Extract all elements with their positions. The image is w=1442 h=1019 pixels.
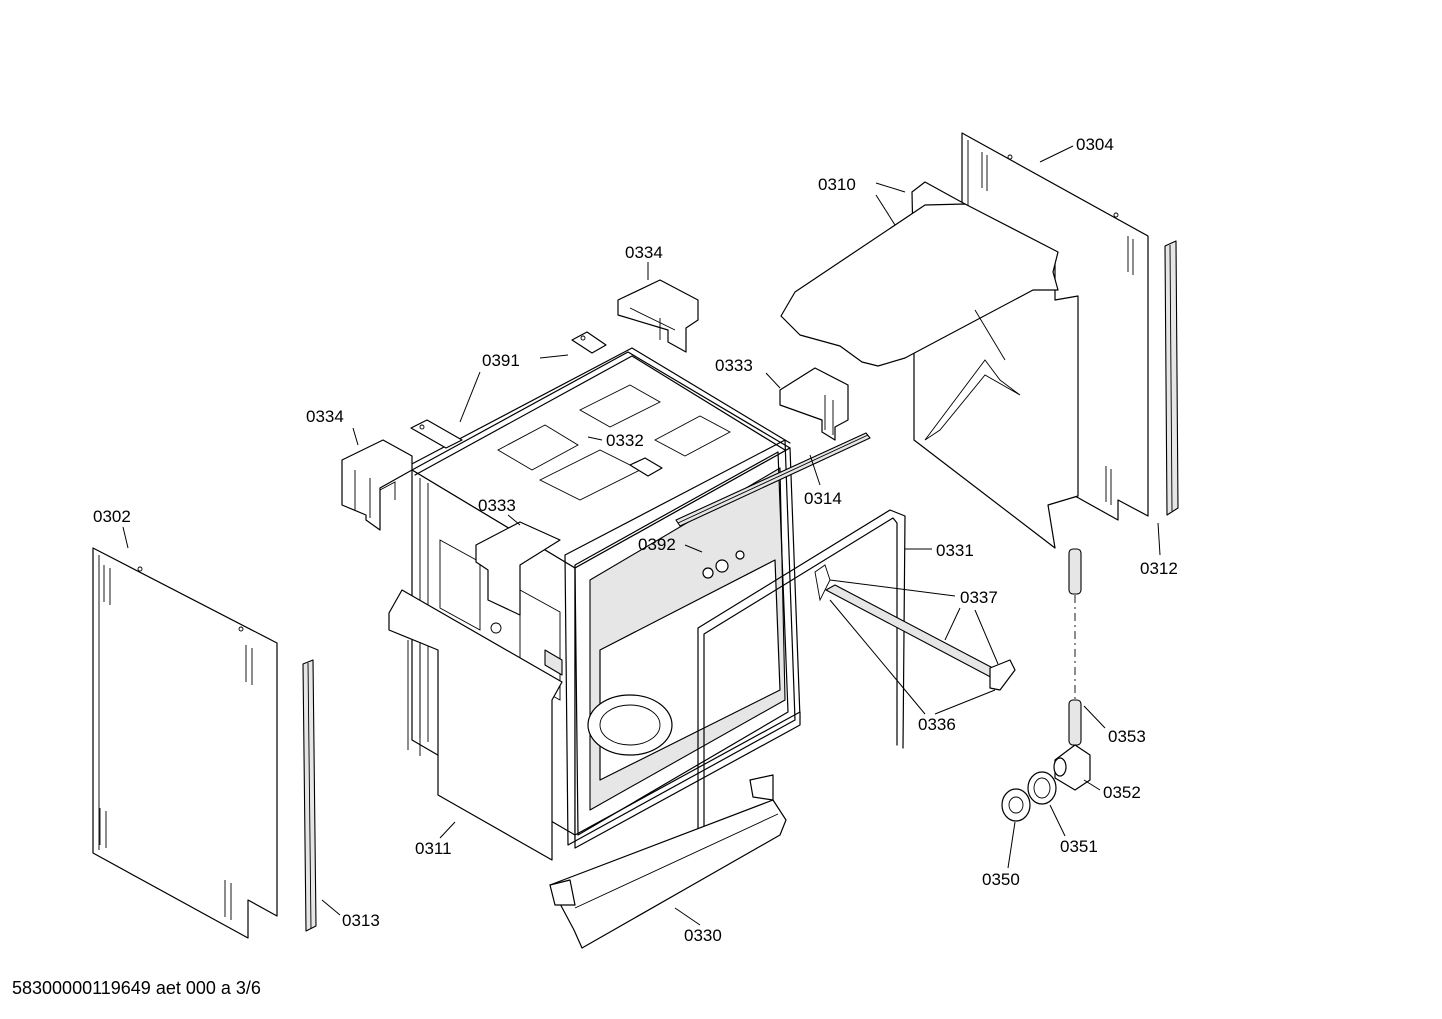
label-0392: 0392	[638, 535, 676, 554]
label-0312: 0312	[1140, 559, 1178, 578]
label-0332: 0332	[606, 431, 644, 450]
ring-0351	[1027, 771, 1057, 805]
side-seal-0312	[1164, 240, 1179, 516]
label-0313: 0313	[342, 911, 380, 930]
hinge-0334-left	[341, 439, 413, 531]
label-0333-left: 0333	[478, 496, 516, 515]
plate-0391	[410, 331, 607, 449]
parts-0392	[702, 550, 745, 579]
label-0337: 0337	[960, 588, 998, 607]
part-labels: 0304 0310 0334 0391 0333 0334 0332 0314 …	[93, 135, 1178, 945]
label-0304: 0304	[1076, 135, 1114, 154]
side-seal-0313	[302, 659, 317, 932]
tub-body	[407, 347, 801, 849]
label-0352: 0352	[1103, 783, 1141, 802]
label-0314: 0314	[804, 489, 842, 508]
rail-0337	[814, 564, 1016, 691]
side-panel-0302	[92, 547, 278, 939]
top-panel-0310	[780, 181, 1079, 549]
label-0333-right: 0333	[715, 356, 753, 375]
label-0331: 0331	[936, 541, 974, 560]
label-0330: 0330	[684, 926, 722, 945]
label-0351: 0351	[1060, 837, 1098, 856]
label-0310: 0310	[818, 175, 856, 194]
label-0302: 0302	[93, 507, 131, 526]
bracket-0333-right	[779, 367, 849, 441]
door-seal-0331	[697, 509, 906, 863]
fitting-0352	[1053, 744, 1091, 791]
label-0334-top: 0334	[625, 243, 663, 262]
hose-0353	[1068, 548, 1082, 746]
label-0353: 0353	[1108, 727, 1146, 746]
label-0311: 0311	[415, 839, 452, 858]
hinge-0334-top	[617, 279, 699, 353]
label-0350: 0350	[982, 870, 1020, 889]
rod-0314	[675, 432, 871, 527]
plinth-0330	[549, 774, 787, 949]
document-reference: 58300000119649 aet 000 a 3/6	[12, 978, 261, 998]
clip-0332	[629, 457, 663, 477]
front-cover-0311	[388, 589, 563, 861]
label-0336: 0336	[918, 715, 956, 734]
leader-lines	[122, 145, 1161, 926]
bracket-0333-left	[475, 521, 561, 634]
label-0391: 0391	[482, 351, 520, 370]
cap-0350	[1001, 788, 1031, 822]
label-0334-left: 0334	[306, 407, 344, 426]
